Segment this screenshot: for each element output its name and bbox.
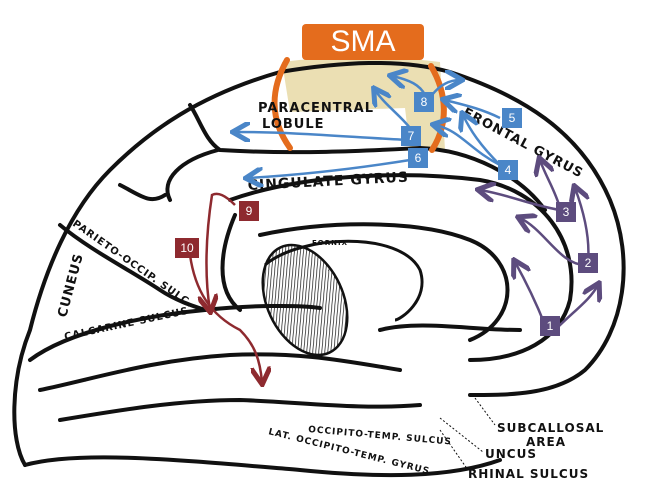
arrow-4a: [435, 125, 501, 167]
arrow-5: [445, 100, 501, 120]
arrow-9: [206, 192, 236, 310]
arrow-2a: [520, 218, 586, 267]
arrow-6: [248, 158, 411, 178]
label-fornix: FORNIX: [312, 239, 348, 247]
arrow-8b: [431, 80, 460, 96]
label-cuneus: CUNEUS: [55, 252, 87, 319]
label-paracentral: PARACENTRAL: [258, 101, 374, 116]
label-subcallosal: SUBCALLOSAL: [497, 421, 604, 435]
label-pointers: [439, 397, 496, 471]
arrow-10: [188, 254, 262, 382]
label-rhinal-sulcus: RHINAL SULCUS: [468, 467, 589, 481]
thalamus-shaded: [261, 243, 349, 357]
badge-7: 7: [401, 126, 421, 146]
arrow-1b: [554, 285, 598, 331]
arrow-2b: [575, 188, 590, 263]
label-uncus: UNCUS: [485, 447, 537, 461]
sma-left-bracket: [271, 57, 293, 151]
blue-arrows: [235, 76, 501, 178]
badge-2: 2: [578, 253, 598, 273]
badge-1: 1: [540, 316, 560, 336]
arrow-7-long: [235, 132, 411, 140]
badge-4: 4: [498, 160, 518, 180]
arrow-7: [375, 90, 411, 129]
badge-8: 8: [414, 92, 434, 112]
label-area: AREA: [526, 435, 566, 449]
arrow-4b: [463, 115, 501, 166]
label-parieto-occip: PARIETO-OCCIP. SULC.: [70, 218, 195, 310]
badge-6: 6: [408, 148, 428, 168]
badge-3: 3: [556, 202, 576, 222]
badge-9: 9: [239, 201, 259, 221]
label-calcarine: CALCARINE SULCUS: [63, 306, 190, 343]
badge-10: 10: [175, 238, 199, 258]
label-frontal-gyrus: FRONTAL GYRUS: [460, 105, 586, 181]
brain-outline: [12, 60, 626, 478]
red-arrows: [188, 192, 262, 382]
badge-5: 5: [502, 108, 522, 128]
sma-title-box: SMA: [302, 24, 424, 60]
arrow-3a: [480, 190, 561, 212]
label-cingulate-gyrus: CINGULATE GYRUS: [247, 170, 409, 194]
label-lobule: LOBULE: [262, 117, 325, 132]
